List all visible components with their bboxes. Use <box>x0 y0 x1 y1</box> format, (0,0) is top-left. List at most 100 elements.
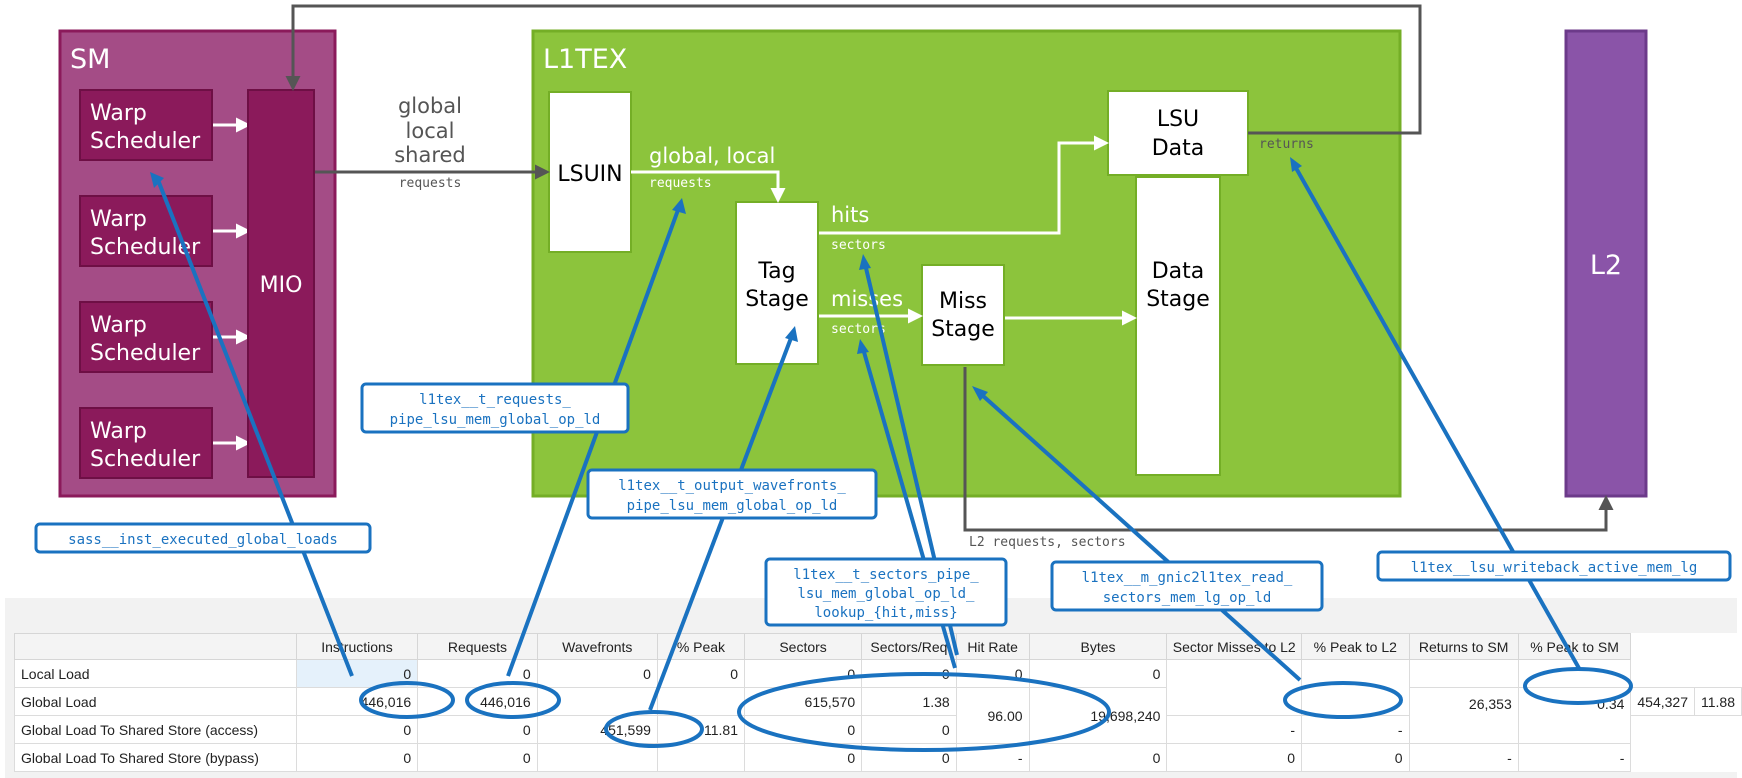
cell-peak-empty <box>656 687 745 716</box>
warp-scheduler-2: Warp Scheduler <box>79 195 213 267</box>
cell-returns-empty <box>1408 659 1519 688</box>
column-header[interactable]: % Peak <box>656 633 745 660</box>
warp-scheduler-4-line2: Scheduler <box>90 447 201 472</box>
table-row[interactable]: Global Load 446,016 446,016 615,570 1.38… <box>14 687 1742 744</box>
data-stage-line1: Data <box>1152 259 1205 284</box>
mio-label: MIO <box>260 273 303 298</box>
sm-block: SM Warp Scheduler Warp Scheduler Warp Sc… <box>58 29 337 498</box>
sm-l1tex-line3: shared <box>394 143 466 167</box>
header-corner <box>14 633 297 660</box>
cell-sectors[interactable]: 0 <box>743 659 863 688</box>
cell-instructions[interactable]: 0 <box>295 743 419 772</box>
cell-wavefronts-empty <box>536 743 658 772</box>
cell-sectors[interactable]: 0 <box>743 743 863 772</box>
column-header[interactable]: Instructions <box>295 633 419 660</box>
warp-scheduler-3-line2: Scheduler <box>90 341 201 366</box>
column-header[interactable]: Bytes <box>1028 633 1168 660</box>
cell-requests[interactable]: 0 <box>417 715 538 744</box>
table-row[interactable]: Local Load 0 0 0 0 0 0 0 0 <box>14 659 1742 716</box>
column-header[interactable]: % Peak to SM <box>1517 633 1632 660</box>
cell-sector-misses-empty <box>1166 659 1303 716</box>
cell-instructions[interactable]: 0 <box>295 659 419 688</box>
cell-wavefronts[interactable]: 451,599 <box>536 715 658 744</box>
miss-stage-line2: Stage <box>931 317 995 342</box>
warp-scheduler-1: Warp Scheduler <box>79 89 213 161</box>
l1tex-title: L1TEX <box>543 44 627 75</box>
cell-hit-rate[interactable]: 96.00 <box>955 687 1030 744</box>
column-header[interactable]: Wavefronts <box>536 633 658 660</box>
cell-bytes[interactable]: 0 <box>1028 743 1168 772</box>
cell-peak-sm[interactable]: - <box>1301 715 1410 744</box>
mio-unit: MIO <box>247 89 315 478</box>
cell-hit-rate[interactable]: 0 <box>955 659 1030 688</box>
column-header[interactable]: % Peak to L2 <box>1301 633 1410 660</box>
global-local-sub: requests <box>649 176 712 191</box>
row-label: Global Load <box>14 687 297 716</box>
table-header-row: Instructions Requests Wavefronts % Peak … <box>14 633 1742 660</box>
cell-peak-empty <box>656 743 745 772</box>
lsuin-label: LSUIN <box>557 162 622 187</box>
l2-block: L2 <box>1564 29 1648 498</box>
lsu-data-line1: LSU <box>1157 107 1199 132</box>
lsu-data-line2: Data <box>1152 136 1205 161</box>
cell-sectors-req[interactable]: 0 <box>861 743 957 772</box>
cell-peak[interactable]: 0 <box>656 659 745 688</box>
data-stage-unit: Data Stage <box>1135 176 1221 476</box>
table-row[interactable]: Global Load To Shared Store (bypass) 0 0… <box>14 743 1742 772</box>
tag-stage-line2: Stage <box>745 287 809 312</box>
column-header[interactable]: Requests <box>417 633 538 660</box>
cell-returns[interactable]: - <box>1408 743 1519 772</box>
cell-requests[interactable]: 446,016 <box>417 687 538 716</box>
lsu-data-unit: LSU Data <box>1107 90 1249 176</box>
cell-returns[interactable]: 454,327 <box>1630 687 1695 716</box>
cell-wavefronts[interactable]: 0 <box>536 659 658 688</box>
sm-l1tex-sub: requests <box>399 176 462 191</box>
l2-label: L2 <box>1590 250 1622 281</box>
cell-sector-misses[interactable]: 26,353 <box>1408 687 1519 744</box>
cell-hit-rate[interactable]: - <box>955 743 1030 772</box>
warp-scheduler-3: Warp Scheduler <box>79 301 213 373</box>
cell-instructions[interactable]: 446,016 <box>295 687 419 716</box>
cell-returns[interactable]: - <box>1166 715 1303 744</box>
warp-scheduler-4-line1: Warp <box>90 419 147 444</box>
metrics-table: Instructions Requests Wavefronts % Peak … <box>14 633 1742 772</box>
cell-peak-l2[interactable]: 0.34 <box>1517 687 1632 744</box>
l2-requests-label: L2 requests, sectors <box>969 535 1126 550</box>
warp-scheduler-1-line2: Scheduler <box>90 129 201 154</box>
cell-sector-misses[interactable]: 0 <box>1166 743 1303 772</box>
tag-stage-line1: Tag <box>757 259 795 284</box>
column-header[interactable]: Sectors <box>743 633 863 660</box>
sm-title: SM <box>70 44 110 75</box>
cell-requests[interactable]: 0 <box>417 743 538 772</box>
cell-requests[interactable]: 0 <box>417 659 538 688</box>
hits-sub: sectors <box>831 238 886 253</box>
cell-sectors[interactable]: 0 <box>743 715 863 744</box>
column-header[interactable]: Sectors/Req <box>861 633 957 660</box>
lsuin-unit: LSUIN <box>548 91 632 253</box>
misses-label: misses <box>831 287 903 311</box>
cell-peak-l2-empty <box>1301 659 1410 716</box>
warp-scheduler-3-line1: Warp <box>90 313 147 338</box>
returns-label: returns <box>1259 137 1314 152</box>
cell-bytes[interactable]: 0 <box>1028 659 1168 688</box>
cell-sectors[interactable]: 615,570 <box>743 687 863 716</box>
cell-sectors-req[interactable]: 0 <box>861 715 957 744</box>
column-header[interactable]: Returns to SM <box>1408 633 1519 660</box>
cell-peak-l2[interactable]: 0 <box>1301 743 1410 772</box>
miss-stage-line1: Miss <box>939 289 987 314</box>
hits-label: hits <box>831 203 869 227</box>
warp-scheduler-2-line2: Scheduler <box>90 235 201 260</box>
column-header[interactable]: Hit Rate <box>955 633 1030 660</box>
tag-stage-unit: Tag Stage <box>735 201 819 365</box>
misses-sub: sectors <box>831 322 886 337</box>
cell-peak-sm-empty <box>1517 659 1632 688</box>
cell-peak-sm[interactable]: - <box>1517 743 1632 772</box>
column-header[interactable]: Sector Misses to L2 <box>1166 633 1303 660</box>
cell-peak[interactable]: 11.81 <box>656 715 745 744</box>
cell-sectors-req[interactable]: 0 <box>861 659 957 688</box>
row-label: Global Load To Shared Store (bypass) <box>14 743 297 772</box>
cell-sectors-req[interactable]: 1.38 <box>861 687 957 716</box>
cell-peak-sm[interactable]: 11.88 <box>1694 687 1742 716</box>
cell-instructions[interactable]: 0 <box>295 715 419 744</box>
cell-bytes[interactable]: 19,698,240 <box>1028 687 1168 744</box>
